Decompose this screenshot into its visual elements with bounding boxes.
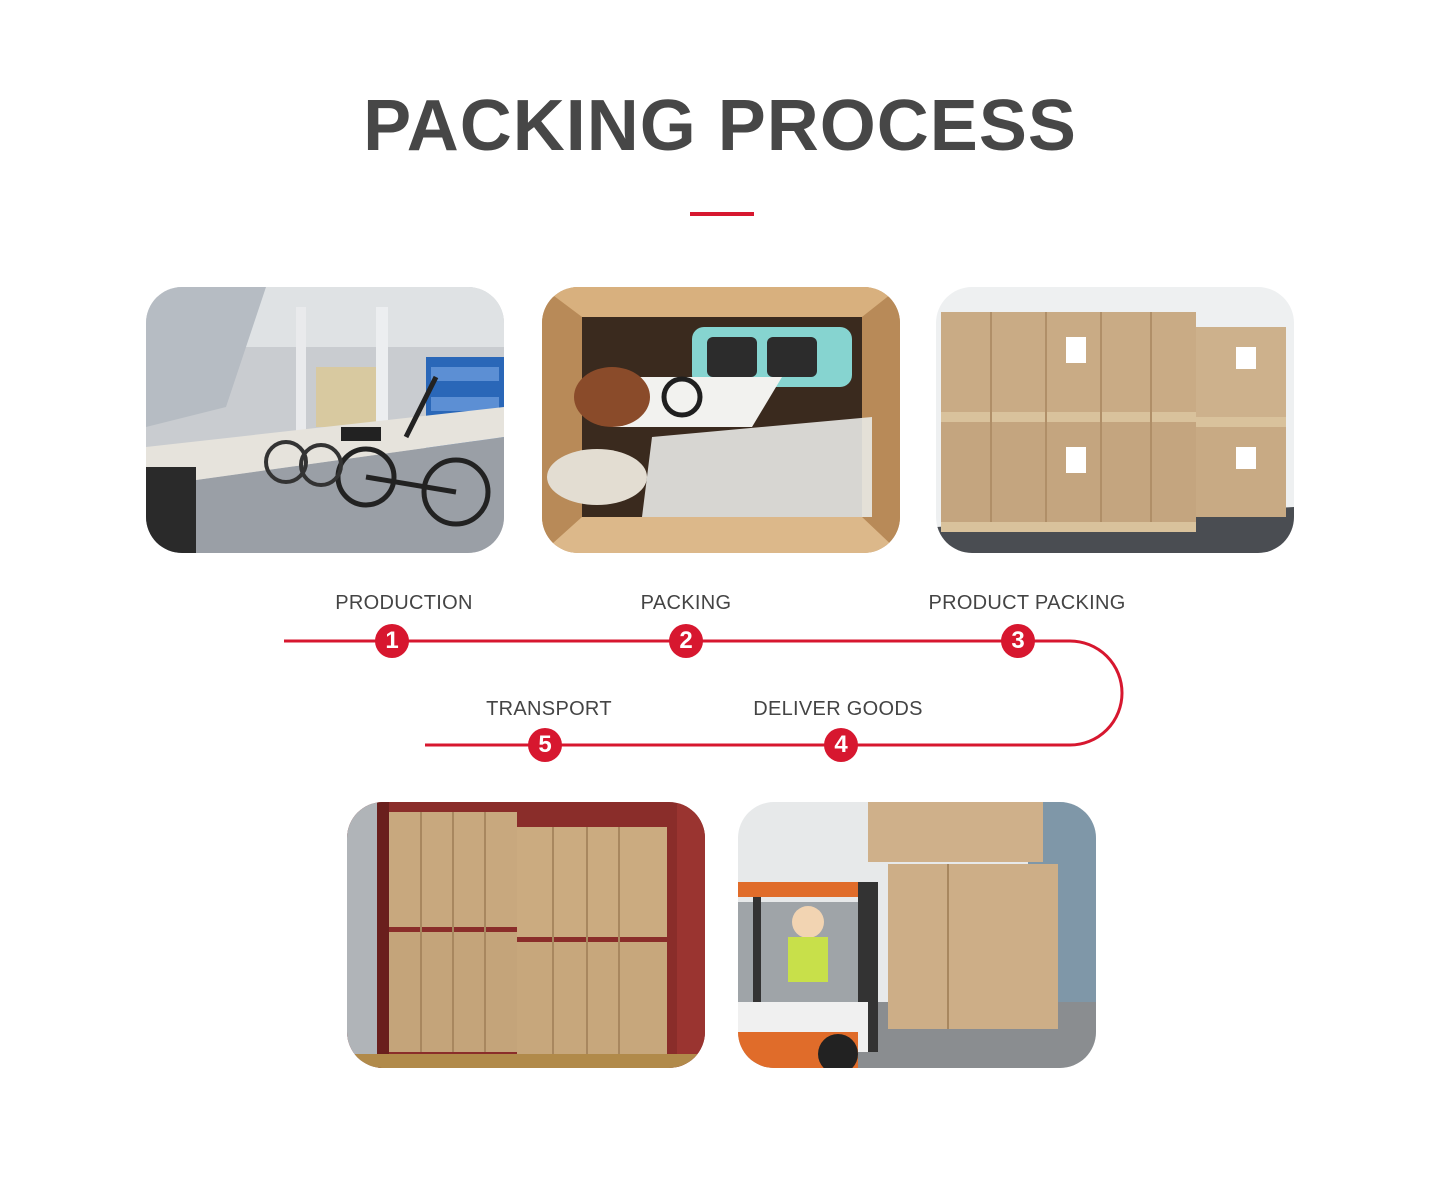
step-marker-4: 4 bbox=[824, 728, 858, 762]
photo-production bbox=[146, 287, 504, 553]
step-label-production: PRODUCTION bbox=[335, 592, 473, 614]
photo-deliver-goods bbox=[738, 802, 1096, 1068]
step-marker-1: 1 bbox=[375, 624, 409, 658]
step-label-packing: PACKING bbox=[640, 592, 732, 614]
step-label-transport: TRANSPORT bbox=[486, 698, 612, 720]
title-underline bbox=[690, 212, 754, 216]
step-marker-5: 5 bbox=[528, 728, 562, 762]
photo-packing bbox=[542, 287, 900, 553]
page-title: PACKING PROCESS bbox=[363, 86, 1077, 166]
photo-product-packing bbox=[936, 287, 1294, 553]
step-label-deliver-goods: DELIVER GOODS bbox=[753, 698, 923, 720]
step-marker-3: 3 bbox=[1001, 624, 1035, 658]
photo-transport bbox=[347, 802, 705, 1068]
step-marker-2: 2 bbox=[669, 624, 703, 658]
step-label-product-packing: PRODUCT PACKING bbox=[928, 592, 1126, 614]
